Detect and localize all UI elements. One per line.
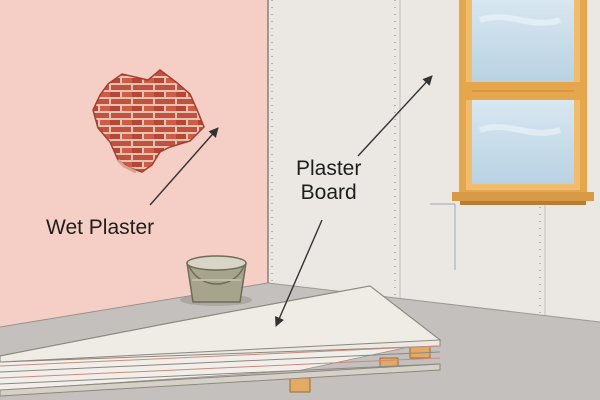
wet-plaster-label: Wet Plaster xyxy=(46,216,155,239)
arrow-board-wall xyxy=(357,75,433,157)
plaster-board-label-line2: Board xyxy=(300,180,357,204)
window-icon xyxy=(452,0,594,205)
plaster-bucket-icon xyxy=(180,255,252,306)
exposed-brick xyxy=(92,69,205,173)
plaster-board-label-line1: Plaster xyxy=(296,157,362,180)
plaster-board-stack xyxy=(0,285,442,397)
arrow-wet-plaster xyxy=(149,127,219,206)
plaster-board-label: Plaster Board xyxy=(296,157,361,204)
board-seams xyxy=(271,0,546,315)
arrow-board-stack xyxy=(275,219,323,327)
